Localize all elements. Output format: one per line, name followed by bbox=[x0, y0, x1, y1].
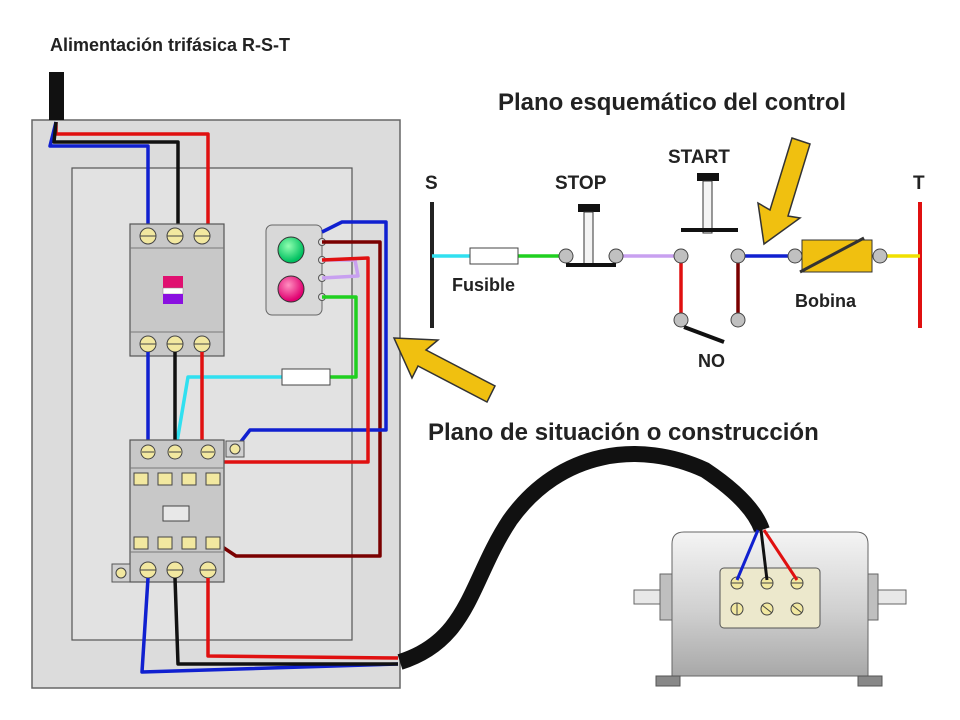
start-label: START bbox=[668, 147, 730, 168]
contactor-bottom-terminals bbox=[139, 561, 217, 579]
contactor-window bbox=[162, 505, 190, 522]
motor-lead-wires bbox=[735, 529, 799, 581]
circuit-breaker bbox=[129, 223, 225, 357]
stop-label: STOP bbox=[555, 173, 607, 194]
breaker-bottom-terminals bbox=[139, 335, 211, 353]
panel-fuse bbox=[174, 368, 331, 449]
control-schematic-title: Plano esquemático del control bbox=[498, 89, 846, 116]
breaker-toggle-on bbox=[163, 276, 183, 288]
supply-cable bbox=[49, 72, 64, 120]
phase-s-label: S bbox=[425, 173, 438, 194]
start-pushbutton bbox=[673, 173, 746, 264]
fusible-label: Fusible bbox=[452, 275, 515, 295]
station-wires bbox=[206, 220, 388, 558]
motor-terminals bbox=[730, 576, 804, 616]
motor-cable bbox=[397, 446, 770, 670]
contactor bbox=[111, 439, 245, 583]
schematic-fuse bbox=[469, 247, 519, 265]
supply-label: Alimentación trifásica R-S-T bbox=[50, 35, 290, 55]
breaker-contactor-wires bbox=[146, 352, 204, 448]
stop-pushbutton bbox=[558, 204, 624, 267]
contactor-coil bbox=[787, 236, 888, 274]
stop-button-red bbox=[277, 275, 305, 303]
arrow-to-schematic bbox=[757, 137, 811, 246]
contactor-aux-bottom bbox=[133, 536, 221, 550]
breaker-toggle-off bbox=[163, 294, 183, 304]
phase-t-label: T bbox=[913, 173, 925, 194]
construction-plan-title: Plano de situación o construcción bbox=[428, 419, 819, 446]
electric-motor bbox=[633, 529, 907, 687]
supply-wires bbox=[48, 121, 210, 232]
electrical-panel bbox=[31, 119, 401, 689]
contactor-aux-top bbox=[133, 472, 221, 486]
start-button-green bbox=[277, 236, 305, 264]
pushbutton-station bbox=[265, 224, 326, 316]
output-wires bbox=[140, 577, 399, 674]
contactor-top-terminals bbox=[140, 444, 216, 460]
arrow-to-panel bbox=[392, 337, 497, 404]
bobina-label: Bobina bbox=[795, 291, 857, 311]
control-schematic: S T STOP START Fusible Bobina NO bbox=[425, 147, 925, 371]
breaker-top-terminals bbox=[139, 227, 211, 245]
no-contact-label: NO bbox=[698, 351, 725, 371]
no-auxiliary-contact bbox=[673, 312, 746, 344]
